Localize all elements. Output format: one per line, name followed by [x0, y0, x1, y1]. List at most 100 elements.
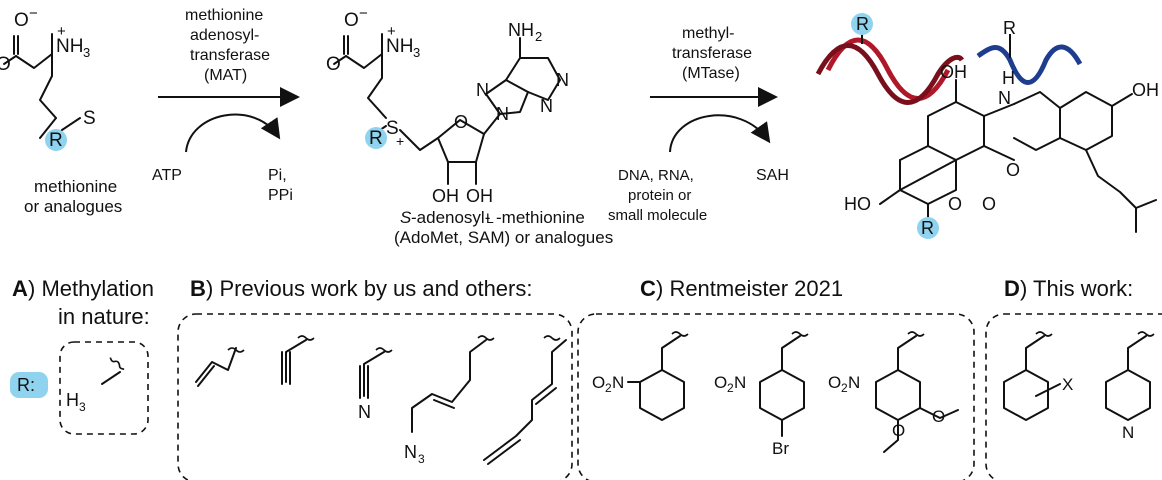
sam-label-s: S [400, 208, 412, 227]
mat-arrow-group: methionine adenosyl- transferase (MAT) A… [152, 7, 300, 204]
panel-a-letter: A [12, 276, 28, 301]
panel-c-title: ) Rentmeister 2021 [656, 276, 843, 301]
panel-d: D ) This work: X N [985, 276, 1162, 480]
pyridine-n-label: N [1122, 423, 1134, 442]
lactone-o-label: O [948, 194, 962, 214]
reactant-label-line2: or analogues [24, 197, 122, 216]
mtase-label-line1: methyl- [682, 25, 734, 42]
sam-ammonium-subscript: 3 [413, 45, 420, 60]
adenine-n9-label: N [496, 104, 509, 124]
sam-ammonium: NH [386, 36, 413, 57]
panel-c-letter: C [640, 276, 656, 301]
carboxylate-oxygen-label: O [14, 10, 29, 31]
panel-d-title: ) This work: [1020, 276, 1133, 301]
nitro1-n-label: N [612, 373, 624, 392]
r-group-label: R [49, 130, 63, 151]
sam-r-highlight [365, 127, 387, 149]
carbonyl-oxygen-label: O [0, 54, 11, 75]
methionine-structure: O − O + NH 3 S R methionine or analogues [0, 5, 122, 216]
ppi-label: PPi [268, 187, 293, 204]
methyl-subscript: 3 [79, 400, 86, 414]
panel-c: C ) Rentmeister 2021 O 2 N Br O 2 N O O … [577, 276, 975, 480]
methyl-h-label: H [66, 390, 79, 410]
dna-double-helix: R [815, 13, 965, 105]
sam-label-line1b: -methionine [496, 208, 585, 227]
methoxy1-o-label: O [932, 407, 945, 426]
panel-a-title-line1: ) Methylation [28, 276, 154, 301]
dna-r-label: R [856, 14, 869, 34]
nitro1-o-label: O [592, 373, 605, 392]
coumarin-ho-label: HO [844, 194, 871, 214]
sah-label: SAH [756, 167, 789, 184]
mtase-substrate-line2: protein or [628, 187, 691, 204]
sam-positive-charge: + [387, 23, 396, 40]
negative-charge-label: − [29, 5, 38, 22]
r-key-label: R: [17, 375, 35, 395]
mtase-substrate-line3: small molecule [608, 207, 707, 224]
panel-b-box [177, 313, 573, 480]
sam-label-line2: (AdoMet, SAM) or analogues [394, 228, 613, 247]
mtase-curved-arrow [669, 114, 771, 153]
panel-b-letter: B [190, 276, 206, 301]
r-key-badge [10, 372, 48, 398]
sulfur-label: S [83, 108, 96, 129]
sam-label-l: L [486, 210, 494, 226]
sam-carbonyl-oxygen: O [326, 54, 341, 75]
adenine-n1-label: N [556, 70, 569, 90]
adenine-n3-label: N [540, 96, 553, 116]
sam-label-line1a: -adenosyl- [411, 208, 490, 227]
panel-a-box [59, 341, 149, 435]
small-molecule-structure: R OH H N O OH HO O O [844, 62, 1159, 239]
atp-label: ATP [152, 167, 182, 184]
methoxy2-o-label: O [892, 421, 905, 440]
rna-r-label: R [1003, 18, 1016, 38]
adenine-nh2-subscript: 2 [535, 29, 542, 44]
ammonium-label: NH [56, 36, 83, 57]
ammonium-subscript: 3 [83, 45, 90, 60]
nitrile-n-label: N [358, 402, 371, 422]
halide-x-label: X [1062, 375, 1073, 394]
mtase-label-line2: transferase [672, 45, 752, 62]
mtase-label-line3: (MTase) [682, 65, 740, 82]
ribose-oxygen-label: O [454, 112, 468, 132]
mat-label-line3: transferase [190, 47, 270, 64]
ribose-oh1-label: OH [432, 186, 459, 206]
sam-r-label: R [369, 128, 383, 149]
ribose-oh2-label: OH [466, 186, 493, 206]
dna-r-highlight [851, 13, 873, 35]
positive-charge-label: + [57, 23, 66, 40]
rna-single-strand: R [976, 18, 1083, 85]
panel-b-title: ) Previous work by us and others: [206, 276, 532, 301]
reactant-label-line1: methionine [34, 177, 117, 196]
nitro2-subscript: 2 [727, 381, 734, 395]
nitro2-n-label: N [734, 373, 746, 392]
sam-sulfonium-charge: + [396, 133, 404, 149]
panel-b: B ) Previous work by us and others: N N … [177, 276, 573, 480]
amide-n-label: N [998, 88, 1011, 108]
nitro3-n-label: N [848, 373, 860, 392]
pi-label: Pi, [268, 167, 287, 184]
amide-h-label: H [1002, 68, 1015, 88]
mtase-arrow-group: methyl- transferase (MTase) DNA, RNA, pr… [608, 25, 789, 224]
panel-d-letter: D [1004, 276, 1020, 301]
lactone-carbonyl-o-label: O [982, 194, 996, 214]
azide-n-label: N [404, 442, 417, 462]
sam-sulfonium-label: S [386, 118, 399, 139]
amide-o-label: O [1006, 160, 1020, 180]
panel-d-box [985, 313, 1162, 480]
mtase-substrate-line1: DNA, RNA, [618, 167, 694, 184]
nitro3-o-label: O [828, 373, 841, 392]
panel-a: A ) Methylation in nature: R: H 3 H [10, 276, 154, 435]
phenol-oh-label: OH [1132, 80, 1159, 100]
nitro1-subscript: 2 [605, 381, 612, 395]
panel-a-title-line2: in nature: [58, 304, 150, 329]
small-molecule-r-highlight [917, 217, 939, 239]
mat-label-line1: methionine [185, 7, 263, 24]
nitro2-o-label: O [714, 373, 727, 392]
adenine-n7-label: N [476, 80, 489, 100]
mat-label-line4: (MAT) [204, 67, 247, 84]
bromo-label: Br [772, 439, 789, 458]
mat-curved-arrow [185, 113, 281, 153]
sam-carboxylate-oxygen: O [344, 10, 359, 31]
